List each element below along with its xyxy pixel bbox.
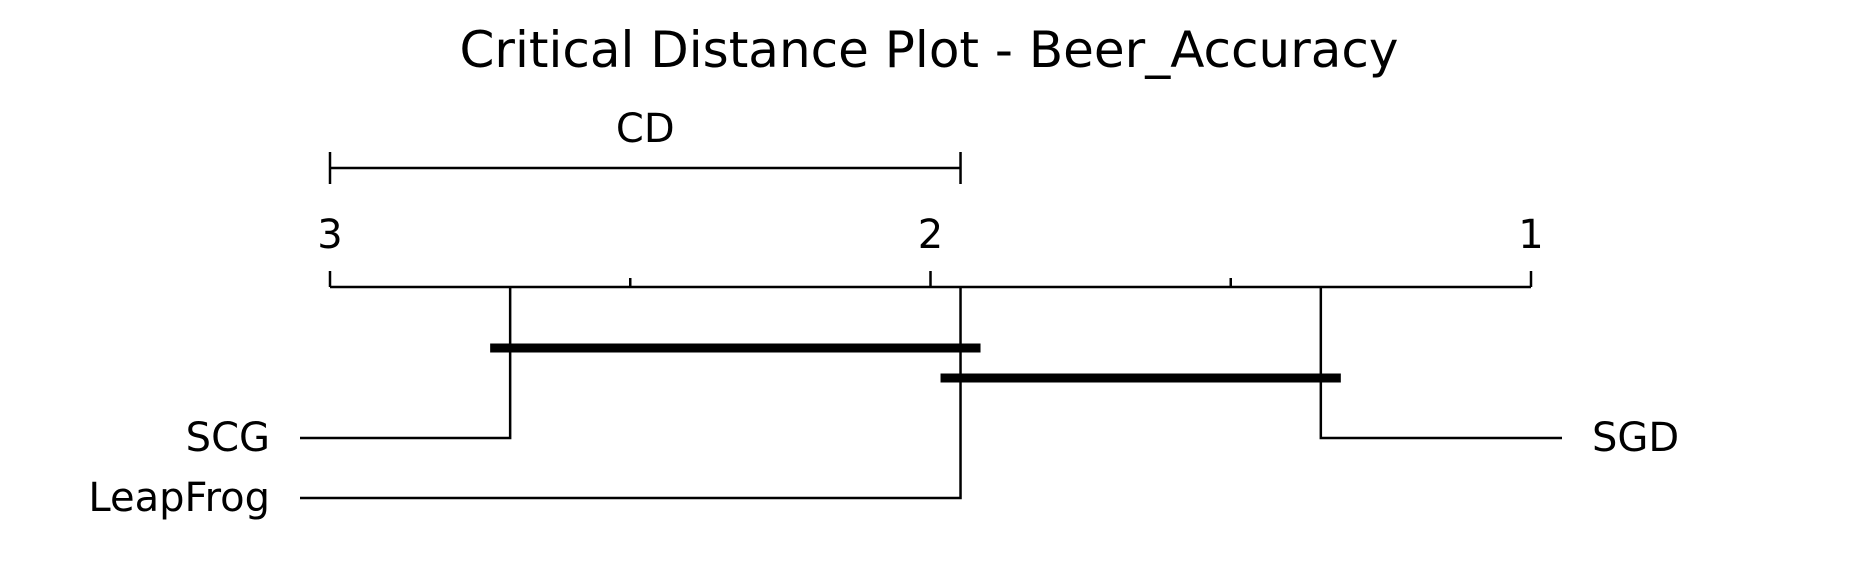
cd-label: CD <box>616 106 675 152</box>
method-label: LeapFrog <box>88 475 270 521</box>
method-line <box>1319 287 1562 440</box>
axis-tick-label: 2 <box>918 212 943 258</box>
method-label: SCG <box>186 415 270 461</box>
method-line <box>300 287 962 500</box>
method-label: SGD <box>1592 415 1679 461</box>
axis-tick-label: 3 <box>317 212 342 258</box>
chart-title: Critical Distance Plot - Beer_Accuracy <box>459 21 1398 79</box>
cd-bar: CD <box>328 106 962 184</box>
clique-bars <box>490 343 1341 383</box>
rank-axis: 3 2 1 <box>317 212 1544 289</box>
method-lines: SCG LeapFrog SGD <box>88 287 1679 521</box>
method-line <box>300 287 512 440</box>
axis-tick-label: 1 <box>1518 212 1543 258</box>
